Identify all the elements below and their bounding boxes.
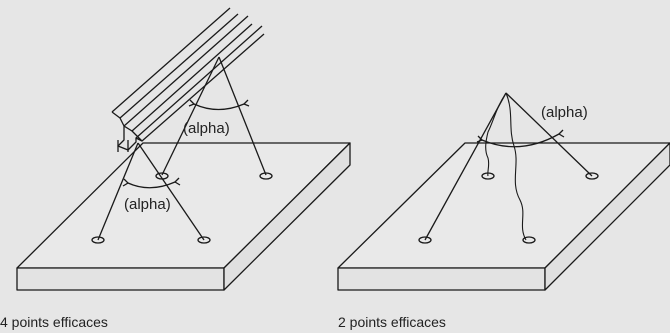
slack-slings-right bbox=[485, 92, 527, 241]
left-panel bbox=[16, 7, 351, 291]
caption-left: 4 points efficaces bbox=[0, 314, 108, 330]
angle-label: (alpha) bbox=[124, 196, 171, 213]
angle-arc-upper bbox=[188, 99, 250, 111]
angle-arc-right bbox=[476, 129, 565, 148]
right-panel bbox=[337, 92, 670, 291]
slab-left bbox=[16, 142, 351, 291]
spreader-beam bbox=[111, 7, 265, 152]
slings-right bbox=[424, 92, 593, 241]
slab-right bbox=[337, 142, 670, 291]
caption-right: 2 points efficaces bbox=[338, 314, 446, 330]
angle-label: (alpha) bbox=[183, 120, 230, 137]
angle-label: (alpha) bbox=[541, 104, 588, 121]
lifting-points-left bbox=[91, 172, 273, 244]
slings-left bbox=[97, 56, 267, 241]
angle-arc-lower bbox=[122, 177, 181, 189]
lifting-points-right bbox=[418, 172, 599, 244]
